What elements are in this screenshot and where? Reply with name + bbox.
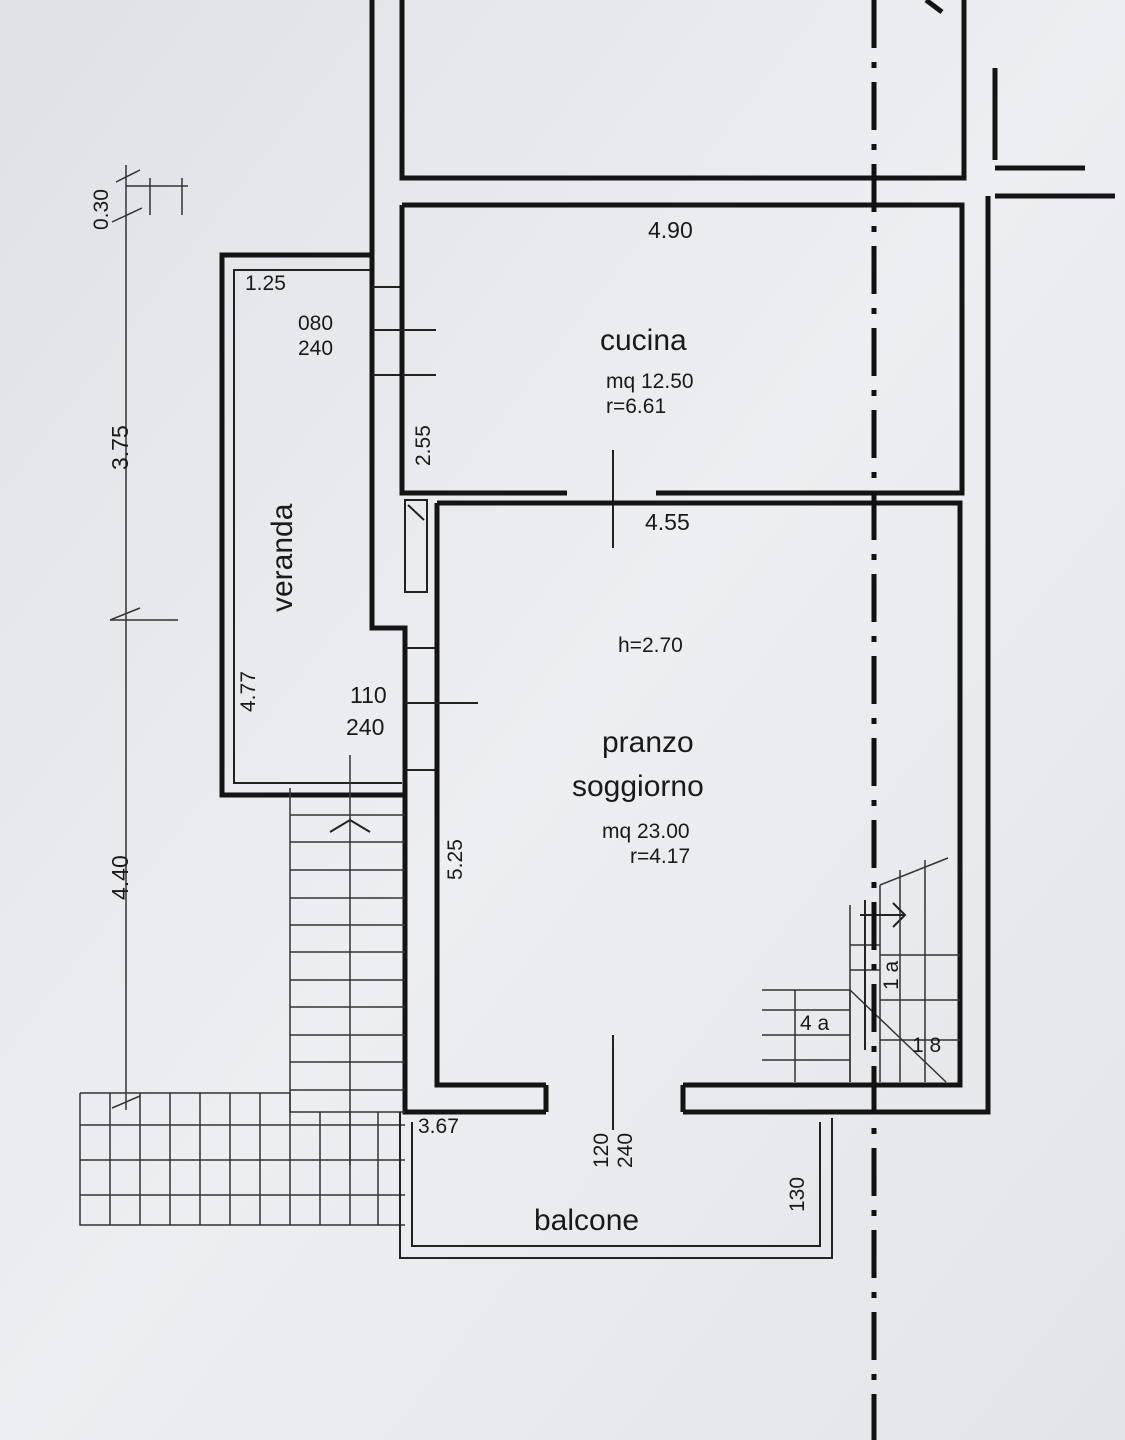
- stairs-label-c: 1 8: [912, 1034, 941, 1057]
- cucina-walls: [372, 202, 965, 548]
- cucina-name: cucina: [600, 324, 687, 357]
- dim-vertical-bottom: 4.40: [107, 855, 133, 900]
- upper-rooms: [369, 0, 1115, 250]
- window-cucina-width: 080: [298, 312, 333, 335]
- soggiorno-name-line1: pranzo: [602, 726, 694, 759]
- soggiorno-depth: 5.25: [444, 839, 467, 880]
- veranda-name: veranda: [266, 503, 299, 612]
- soggiorno-ratio: r=4.17: [630, 845, 690, 868]
- door-veranda-height: 240: [346, 714, 384, 740]
- balcone-depth: 130: [786, 1177, 809, 1212]
- cucina-depth: 2.55: [412, 425, 435, 466]
- soggiorno-walls: [402, 196, 991, 1130]
- exterior-stairs: [79, 755, 405, 1226]
- balcone-walls: [399, 1112, 833, 1259]
- veranda-length: 4.77: [237, 671, 260, 712]
- window-cucina-height: 240: [298, 337, 333, 360]
- balcone-name: balcone: [534, 1204, 639, 1237]
- door-veranda-width: 110: [350, 682, 387, 708]
- balcone-width: 3.67: [418, 1115, 459, 1138]
- door-balcone-width: 120: [590, 1133, 613, 1168]
- soggiorno-height: h=2.70: [618, 634, 683, 657]
- cucina-ratio: r=6.61: [606, 395, 666, 418]
- dim-vertical-middle: 3.75: [107, 425, 133, 470]
- soggiorno-area: mq 23.00: [602, 820, 690, 843]
- interior-stairs: [762, 857, 960, 1083]
- cucina-width: 4.90: [648, 217, 693, 243]
- cucina-area: mq 12.50: [606, 370, 694, 393]
- vertical-dimension-line: [109, 165, 188, 1110]
- soggiorno-name-line2: soggiorno: [572, 770, 704, 803]
- stairs-label-b: 1 a: [880, 960, 903, 990]
- soggiorno-width: 4.55: [645, 509, 690, 535]
- door-balcone-height: 240: [614, 1133, 637, 1168]
- veranda-width: 1.25: [245, 272, 286, 295]
- dim-vertical-top: 0.30: [90, 189, 113, 230]
- stairs-label-a: 4 a: [800, 1012, 830, 1035]
